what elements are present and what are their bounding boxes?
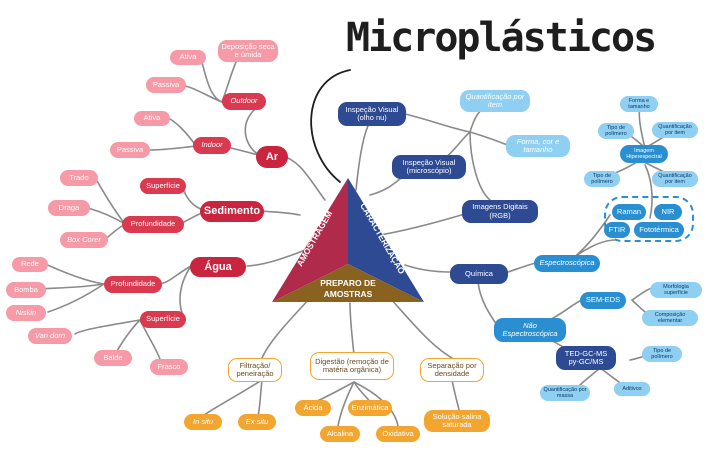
triangle-amostragem: [272, 178, 348, 302]
node-agua-profundidade[interactable]: Profundidade: [104, 276, 162, 293]
node-ativa-outdoor[interactable]: Ativa: [170, 50, 206, 65]
node-espectroscopica[interactable]: Espectroscópica: [534, 255, 600, 272]
node-ftir[interactable]: FTIR: [604, 222, 630, 238]
node-trado[interactable]: Trado: [60, 170, 98, 186]
node-imagens-digitais[interactable]: Imagens Digitais (RGB): [462, 200, 538, 223]
spectroscopy-group-outline: [604, 196, 694, 242]
node-van-dorn[interactable]: Van dorn: [28, 328, 72, 344]
node-solucao-salina[interactable]: Solução salina saturada: [424, 410, 490, 432]
node-quantificacao-item[interactable]: Quantificação por item: [460, 90, 530, 112]
triangle-preparo: [272, 264, 424, 302]
node-oxidativa[interactable]: Oxidativa: [376, 426, 420, 442]
node-ex-situ[interactable]: Ex situ: [238, 414, 276, 430]
node-enzimatica[interactable]: Enzimática: [348, 400, 392, 416]
node-forma-cor-tamanho[interactable]: Forma, cor e tamanho: [506, 135, 570, 157]
node-sedimento-superficie[interactable]: Superfície: [140, 178, 186, 194]
node-passiva-indoor[interactable]: Passiva: [110, 142, 150, 158]
node-in-situ[interactable]: In situ: [184, 414, 222, 430]
node-ar[interactable]: Ar: [256, 146, 288, 168]
node-alcalina[interactable]: Alcalina: [320, 426, 360, 442]
node-ted-gc-ms[interactable]: TED-GC-MS py-GC/MS: [556, 346, 616, 370]
node-nao-espectroscopica[interactable]: Não Espectroscópica: [494, 318, 566, 342]
title: Microplásticos: [346, 15, 657, 61]
node-indoor[interactable]: Indoor: [193, 137, 231, 154]
node-rede[interactable]: Rede: [12, 257, 48, 272]
node-box-corer[interactable]: Box Corer: [60, 232, 108, 248]
node-agua[interactable]: Água: [190, 257, 246, 277]
node-deposicao[interactable]: Deposição seca e úmida: [218, 40, 278, 62]
node-acida[interactable]: Ácida: [295, 400, 331, 416]
node-quantificacao-massa[interactable]: Quantificação por massa: [540, 385, 590, 401]
node-passiva-outdoor[interactable]: Passiva: [146, 77, 186, 93]
label-preparo-2: AMOSTRAS: [324, 289, 373, 299]
triangle-caracterizacao: [348, 178, 424, 302]
node-sedimento-profundidade[interactable]: Profundidade: [122, 216, 184, 233]
node-tipo-polimero-2[interactable]: Tipo de polímero: [584, 171, 620, 187]
node-sem-eds[interactable]: SEM-EDS: [580, 292, 626, 309]
node-agua-superficie[interactable]: Superfície: [140, 311, 186, 328]
node-raman[interactable]: Raman: [612, 204, 646, 220]
node-forma-tamanho[interactable]: Forma e tamanho: [620, 96, 658, 112]
node-bomba[interactable]: Bomba: [6, 282, 46, 298]
node-composicao[interactable]: Composição elementar: [642, 310, 698, 326]
node-inspecao-microscopio[interactable]: Inspeção Visual (microscópio): [392, 155, 466, 179]
node-separacao-densidade[interactable]: Separação por densidade: [420, 358, 484, 382]
node-nir[interactable]: NIR: [654, 204, 682, 220]
node-imagem-hiperespectral[interactable]: Imagem Hiperespectral: [620, 145, 668, 163]
node-sedimento[interactable]: Sedimento: [200, 201, 264, 222]
node-tipo-polimero-1[interactable]: Tipo de polímero: [598, 123, 634, 139]
node-digestao[interactable]: Digestão (remoção de matéria orgânica): [310, 352, 394, 380]
node-quantificacao-item-2[interactable]: Quantificação por item: [652, 171, 698, 187]
node-draga[interactable]: Draga: [48, 200, 90, 216]
node-filtracao[interactable]: Filtração/ peneiração: [228, 358, 282, 382]
node-aditivos[interactable]: Aditivos: [614, 382, 650, 396]
node-tipo-polimero-3[interactable]: Tipo de polímero: [642, 346, 682, 362]
node-balde[interactable]: Balde: [94, 350, 132, 366]
label-preparo-1: PREPARO DE: [320, 278, 376, 288]
node-ativa-indoor[interactable]: Ativa: [134, 111, 170, 126]
node-quimica[interactable]: Química: [450, 264, 508, 284]
node-quantificacao-item-1[interactable]: Quantificação por item: [652, 122, 698, 138]
node-fototermica[interactable]: Fototérmica: [634, 222, 684, 238]
node-niskin[interactable]: Niskin: [6, 305, 46, 321]
node-inspecao-olho[interactable]: Inspeção Visual (olho nu): [338, 102, 406, 126]
node-morfologia[interactable]: Morfologia superfície: [650, 282, 702, 298]
node-outdoor[interactable]: Outdoor: [222, 93, 266, 110]
node-frasco[interactable]: Frasco: [150, 359, 188, 375]
